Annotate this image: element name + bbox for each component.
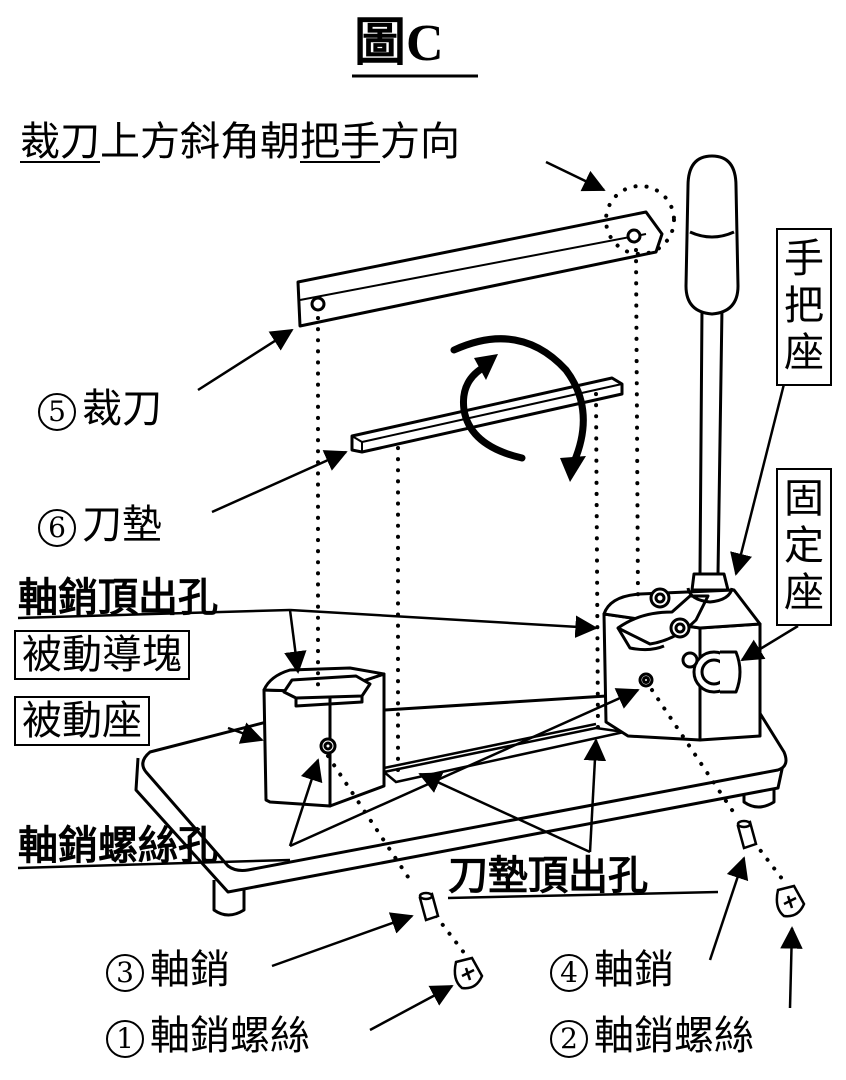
top-note: 裁刀上方斜角朝把手方向 xyxy=(20,122,460,162)
handle-seat-char-2: 把 xyxy=(784,283,824,330)
label-pin-screw-hole: 軸銷螺絲孔 xyxy=(18,822,218,869)
handle xyxy=(684,154,740,604)
label-pin-eject-hole: 軸銷頂出孔 xyxy=(18,574,218,621)
label-blade-pad-text: 刀墊 xyxy=(82,502,162,548)
number-4-badge: 4 xyxy=(550,954,588,992)
number-3-badge: 3 xyxy=(106,954,144,992)
label-driven-guide-block: 被動導塊 xyxy=(14,630,190,680)
screw-1 xyxy=(453,956,484,990)
fixed-seat-char-3: 座 xyxy=(784,570,824,617)
top-note-underlined-1: 裁刀 xyxy=(20,119,100,165)
pad-eject-underline xyxy=(447,890,719,900)
label-driven-seat: 被動座 xyxy=(14,696,150,746)
top-note-underlined-2: 把手 xyxy=(300,119,380,165)
fixed-seat-char-2: 定 xyxy=(784,523,824,570)
label-pin-4-text: 軸銷 xyxy=(594,947,674,993)
pin-eject-underline xyxy=(17,608,291,620)
rotation-arrowheads xyxy=(474,354,586,482)
label-pin-3-text: 軸銷 xyxy=(150,947,230,993)
pin-3 xyxy=(418,891,440,922)
label-blade-text: 裁刀 xyxy=(82,386,162,432)
label-handle-seat: 手 把 座 xyxy=(776,228,832,386)
number-1-badge: 1 xyxy=(106,1020,144,1058)
top-note-middle: 上方斜角朝 xyxy=(100,119,300,165)
screw-2 xyxy=(775,884,806,918)
number-6-badge: 6 xyxy=(38,509,76,547)
handle-seat-char-1: 手 xyxy=(784,236,824,282)
label-pad-eject-hole: 刀墊頂出孔 xyxy=(448,852,648,899)
handle-seat-char-3: 座 xyxy=(784,330,824,377)
pin-screw-underline xyxy=(17,858,291,870)
blade-part xyxy=(296,210,664,328)
fixed-seat xyxy=(602,587,762,742)
number-5-badge: 5 xyxy=(38,393,76,431)
label-screw-1-text: 軸銷螺絲 xyxy=(150,1013,310,1059)
figure-title: 圖C xyxy=(354,15,444,72)
number-2-badge: 2 xyxy=(550,1020,588,1058)
leader-arrows xyxy=(197,160,803,1032)
rotation-arrow xyxy=(450,335,587,466)
alignment-dotted-lines xyxy=(316,184,788,960)
blade-pad-part xyxy=(350,376,624,454)
label-screw-2-text: 軸銷螺絲 xyxy=(594,1013,754,1059)
driven-seat xyxy=(262,666,386,808)
top-note-end: 方向 xyxy=(380,119,460,165)
fixed-seat-char-1: 固 xyxy=(784,476,824,522)
pin-4 xyxy=(736,819,758,850)
label-fixed-seat: 固 定 座 xyxy=(776,468,832,626)
